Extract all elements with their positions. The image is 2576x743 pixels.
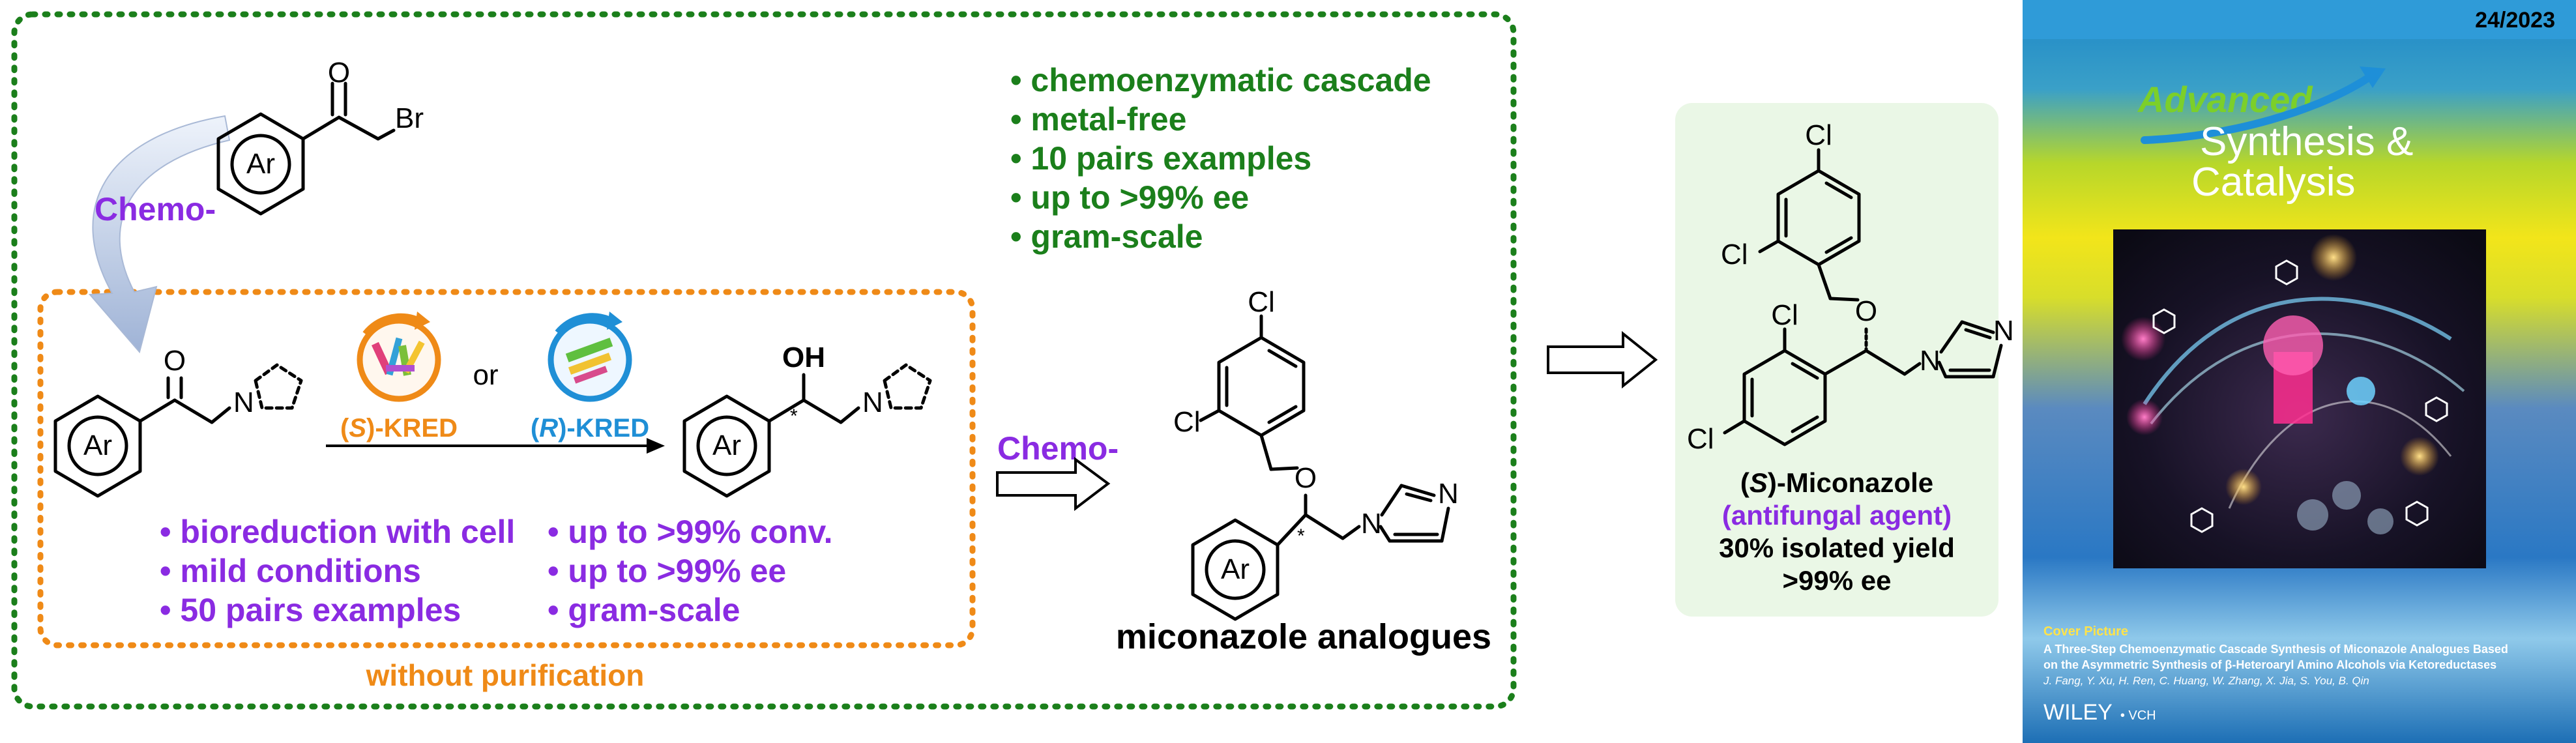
journal-swoosh <box>2141 71 2377 144</box>
cover-title-line2: on the Asymmetric Synthesis of β-Heteroa… <box>2043 658 2496 671</box>
outer-dotted-frame <box>11 11 1517 710</box>
svg-text:• chemoenzymatic cascade: • chemoenzymatic cascade <box>1010 62 1431 98</box>
cover-title-line1: A Three-Step Chemoenzymatic Cascade Synt… <box>2043 643 2508 656</box>
without-purification-label: without purification <box>366 658 645 692</box>
svg-text:OH: OH <box>782 342 825 373</box>
journal-word-synthesis: Synthesis & <box>2200 119 2413 164</box>
to-miconazole-arrow <box>1547 330 1658 389</box>
svg-text:N: N <box>1993 315 2014 347</box>
svg-text:Cl: Cl <box>1173 406 1201 438</box>
cover-artwork-elements <box>2121 234 2465 534</box>
svg-text:• metal-free: • metal-free <box>1010 101 1186 138</box>
svg-text:Cl: Cl <box>1687 423 1714 455</box>
journal-cover: 24/2023 Advanced Synthesis & Catalysis <box>2023 0 2576 743</box>
svg-text:Cl: Cl <box>1771 299 1798 331</box>
svg-text:O: O <box>1855 295 1877 327</box>
svg-text:Ar: Ar <box>712 430 741 461</box>
svg-text:• up to >99% ee: • up to >99% ee <box>548 553 786 589</box>
svg-text:Cl: Cl <box>1721 239 1748 270</box>
miconazole-structure: Cl Cl O N N Cl Cl <box>1687 119 2014 455</box>
svg-text:• 50 pairs examples: • 50 pairs examples <box>160 592 461 628</box>
miconazole-ee: >99% ee <box>1783 565 1892 596</box>
svg-text:• up to >99% conv.: • up to >99% conv. <box>548 514 833 550</box>
svg-text:• gram-scale: • gram-scale <box>1010 218 1203 255</box>
r-kred-enzyme-icon <box>548 312 632 402</box>
svg-text:*: * <box>1297 525 1305 547</box>
curved-chemo-arrow <box>88 115 231 354</box>
svg-text:• bioreduction with cell: • bioreduction with cell <box>160 514 515 550</box>
svg-text:Ar: Ar <box>246 148 275 180</box>
inner-dotted-frame <box>37 289 976 648</box>
svg-text:Ar: Ar <box>83 430 112 461</box>
issue-number: 24/2023 <box>2475 8 2555 33</box>
svg-text:*: * <box>790 405 798 427</box>
svg-text:• gram-scale: • gram-scale <box>548 592 740 628</box>
svg-text:N: N <box>233 386 254 418</box>
cover-picture-label: Cover Picture <box>2043 624 2128 639</box>
svg-text:N: N <box>1920 345 1940 377</box>
issue-bar <box>2023 0 2576 39</box>
chemo-top-label: Chemo- <box>95 191 216 227</box>
svg-text:Br: Br <box>395 102 424 134</box>
miconazole-role: (antifungal agent) <box>1722 500 1952 531</box>
or-label: or <box>473 359 498 391</box>
svg-text:Ar: Ar <box>1221 553 1250 585</box>
chemo-mid-label: Chemo- <box>997 430 1119 467</box>
miconazole-analogue-structure: Cl Cl O Ar * N N <box>1173 286 1459 621</box>
aminoketone-structure: Ar O N <box>53 345 303 498</box>
cover-publisher: WILEY• VCH <box>2043 700 2156 725</box>
svg-text:Cl: Cl <box>1805 119 1832 151</box>
product-label: miconazole analogues <box>1116 617 1491 656</box>
svg-text:• 10 pairs examples: • 10 pairs examples <box>1010 140 1311 177</box>
cover-authors: J. Fang, Y. Xu, H. Ren, C. Huang, W. Zha… <box>2043 675 2369 687</box>
svg-text:O: O <box>1295 462 1317 494</box>
s-kred-label: (S)-KRED <box>340 414 458 443</box>
svg-text:N: N <box>1361 508 1382 540</box>
cascade-features: • chemoenzymatic cascade • metal-free • … <box>1010 62 1431 255</box>
bromoketone-structure: Ar O Br <box>216 57 424 216</box>
svg-text:N: N <box>862 386 883 418</box>
svg-text:N: N <box>1438 478 1459 510</box>
svg-text:O: O <box>328 57 350 89</box>
svg-text:• mild conditions: • mild conditions <box>160 553 421 589</box>
journal-word-catalysis: Catalysis <box>2191 160 2356 205</box>
svg-text:• up to >99% ee: • up to >99% ee <box>1010 179 1249 216</box>
miconazole-name: (S)-Miconazole <box>1740 467 1933 498</box>
bioreduction-features: • bioreduction with cell • mild conditio… <box>160 514 833 628</box>
s-kred-enzyme-icon <box>357 312 441 402</box>
r-kred-label: (R)-KRED <box>531 414 649 443</box>
amino-alcohol-structure: Ar OH * N <box>682 342 932 498</box>
miconazole-panel <box>1675 103 1998 617</box>
svg-text:O: O <box>164 345 186 377</box>
chemo-hollow-arrow <box>996 457 1111 512</box>
miconazole-yield: 30% isolated yield <box>1719 532 1955 563</box>
svg-text:Cl: Cl <box>1248 286 1275 318</box>
